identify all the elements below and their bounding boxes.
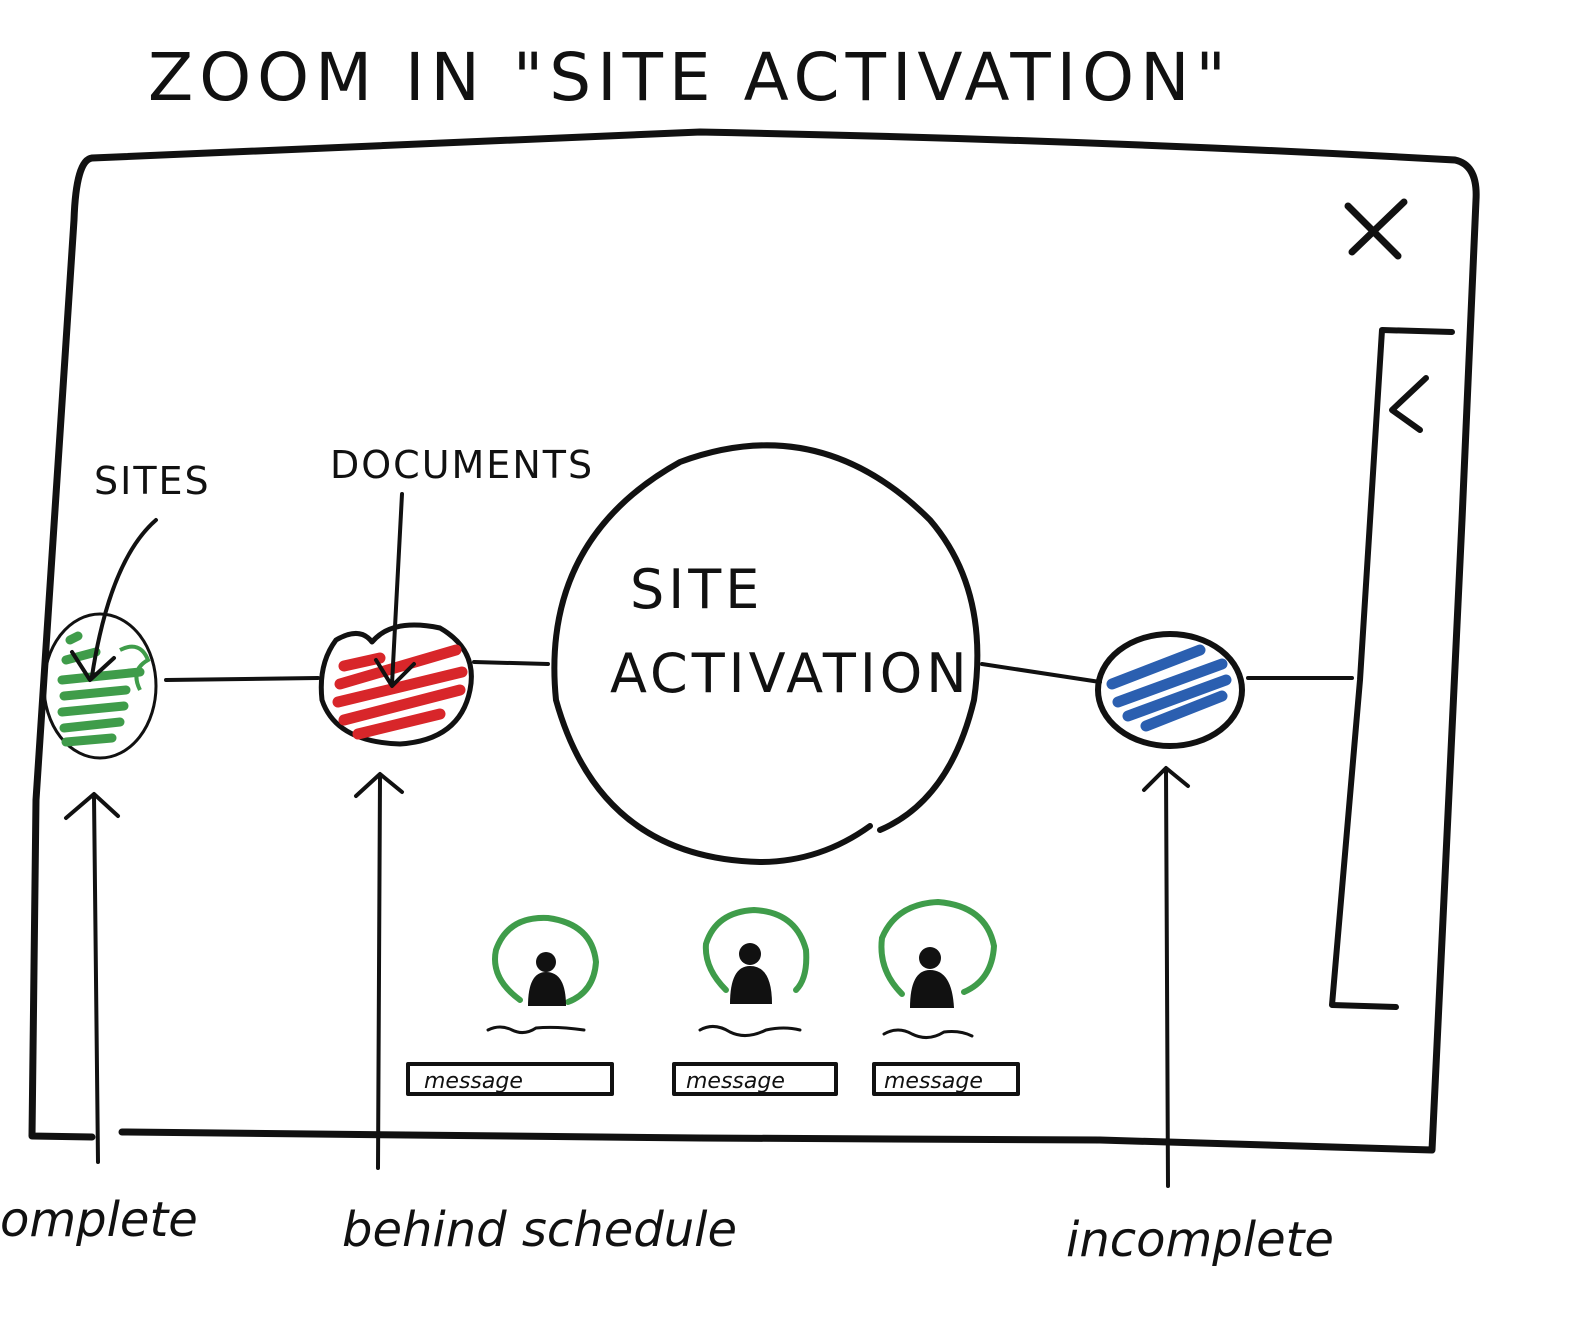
timeline-node-site-activation[interactable]: SITE ACTIVATION xyxy=(551,442,981,865)
sites-arrow xyxy=(70,518,158,682)
complete-arrow xyxy=(64,792,120,1164)
timeline-line xyxy=(164,660,1354,684)
message-button-3[interactable] xyxy=(872,1062,1020,1096)
window-frame xyxy=(28,128,1480,1154)
sites-label: SITES xyxy=(94,459,211,503)
timeline-node-incomplete[interactable] xyxy=(1095,631,1245,749)
page-title: ZOOM IN "SITE ACTIVATION" xyxy=(148,39,1232,116)
person-card-1[interactable]: message xyxy=(406,914,614,1096)
chevron-left-icon[interactable] xyxy=(1389,375,1429,433)
person-card-3[interactable]: message xyxy=(872,898,1020,1096)
incomplete-fill xyxy=(1106,644,1232,732)
message-button-1[interactable] xyxy=(406,1062,614,1096)
close-icon[interactable] xyxy=(1344,198,1408,260)
message-label-1: message xyxy=(424,1069,523,1094)
person-icon xyxy=(528,952,566,1006)
person-icon xyxy=(730,943,772,1004)
documents-arrow xyxy=(374,492,416,688)
complete-label: omplete xyxy=(0,1192,198,1248)
incomplete-label: incomplete xyxy=(1066,1212,1334,1268)
behind-schedule-label: behind schedule xyxy=(342,1202,737,1258)
site-activation-label-1: SITE xyxy=(630,558,763,621)
complete-fill xyxy=(57,631,145,747)
documents-label: DOCUMENTS xyxy=(330,443,594,487)
message-label-3: message xyxy=(884,1069,983,1094)
incomplete-arrow xyxy=(1142,766,1190,1188)
behind-arrow xyxy=(354,772,404,1170)
timeline-node-documents[interactable] xyxy=(318,622,474,747)
timeline-node-sites[interactable] xyxy=(42,612,158,760)
person-icon xyxy=(910,947,954,1008)
side-panel[interactable] xyxy=(1329,327,1455,1010)
person-card-2[interactable]: message xyxy=(672,906,838,1096)
message-label-2: message xyxy=(686,1069,785,1094)
behind-fill xyxy=(332,644,468,740)
site-activation-label-2: ACTIVATION xyxy=(610,642,971,705)
message-button-2[interactable] xyxy=(672,1062,838,1096)
